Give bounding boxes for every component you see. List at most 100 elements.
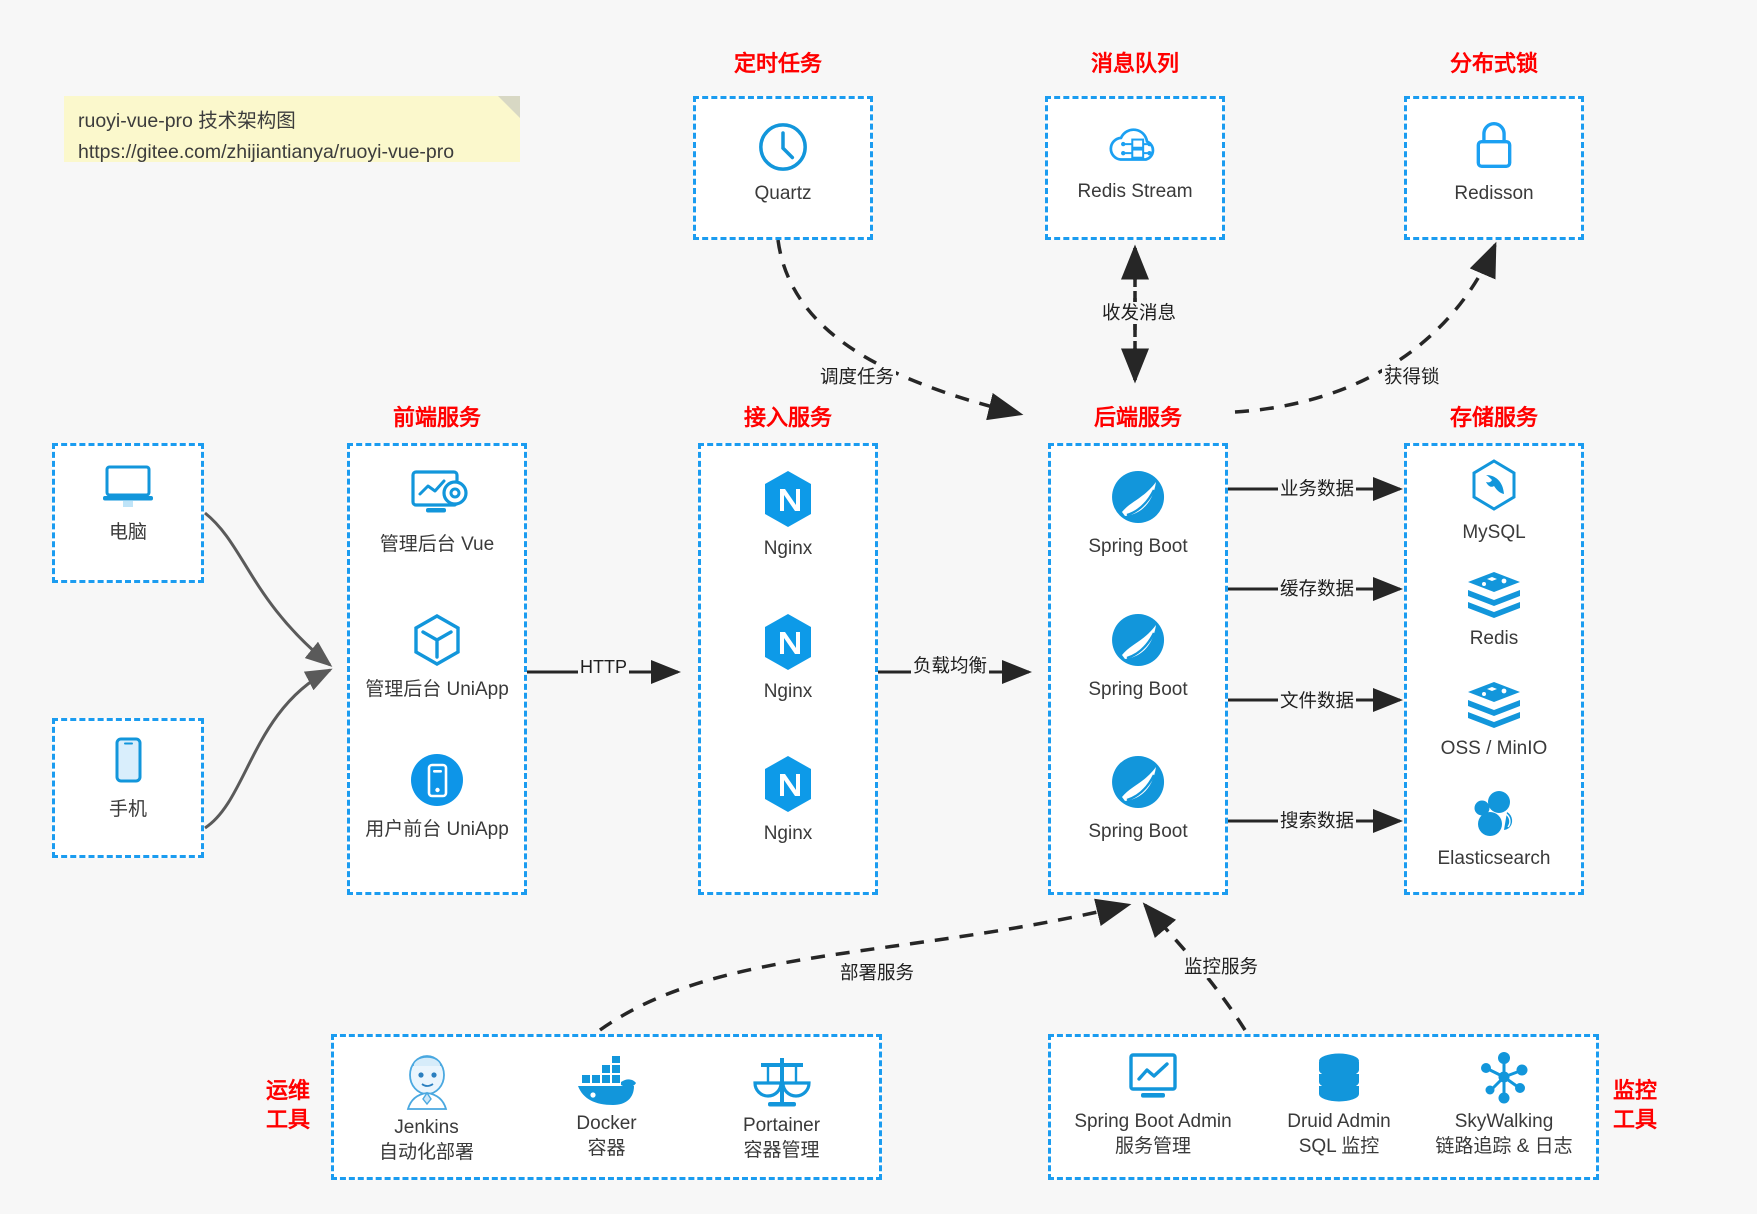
node-sublabel: SQL 监控	[1298, 1136, 1380, 1157]
edge-label-deploy-service: 部署服务	[838, 962, 917, 984]
node-quartz[interactable]: Quartz	[696, 119, 870, 206]
docker-icon	[577, 1056, 636, 1105]
group-box-message-queue: Redis Stream	[1045, 96, 1225, 240]
node-sublabel: 容器管理	[743, 1140, 820, 1161]
node-label: Redis	[1469, 628, 1519, 649]
node-nginx-3[interactable]: Nginx	[701, 753, 875, 846]
node-label: Nginx	[763, 681, 813, 702]
edge-label-business-data: 业务数据	[1278, 478, 1357, 500]
node-sublabel: 服务管理	[1114, 1136, 1191, 1157]
monitor-chart-icon	[1129, 1053, 1177, 1098]
node-label: OSS / MinIO	[1440, 738, 1548, 759]
node-redis-stream[interactable]: Redis Stream	[1048, 119, 1222, 204]
node-redis[interactable]: Redis	[1399, 568, 1589, 651]
group-box-storage: MySQL Redis OSS / MinIO	[1404, 443, 1584, 895]
skywalking-icon	[1481, 1052, 1528, 1104]
edge-label-file-data: 文件数据	[1278, 690, 1357, 712]
cube-icon	[414, 614, 460, 666]
node-label: Druid Admin	[1287, 1111, 1391, 1132]
group-box-monitoring: Spring Boot Admin 服务管理 Druid Admin SQL 监…	[1048, 1034, 1599, 1180]
group-box-distributed-lock: Redisson	[1404, 96, 1584, 240]
node-oss-minio[interactable]: OSS / MinIO	[1399, 678, 1589, 761]
group-title-frontend: 前端服务	[392, 405, 481, 430]
node-label: Nginx	[763, 823, 813, 844]
note-line-title: ruoyi-vue-pro 技术架构图	[78, 110, 296, 132]
group-title-distributed-lock: 分布式锁	[1449, 51, 1538, 76]
lock-icon	[1476, 122, 1512, 168]
node-desktop[interactable]: 电脑	[55, 460, 201, 545]
node-admin-vue[interactable]: 管理后台 Vue	[340, 466, 534, 557]
edge-label-schedule-task: 调度任务	[818, 366, 897, 388]
node-portainer[interactable]: Portainer 容器管理	[694, 1051, 869, 1163]
edge-label-acquire-lock: 获得锁	[1382, 366, 1442, 388]
redis-icon	[1468, 572, 1520, 618]
phone-icon	[115, 737, 142, 783]
node-label: Redisson	[1454, 183, 1534, 204]
desktop-icon	[103, 465, 153, 507]
group-box-devops: Jenkins 自动化部署 Docker 容器	[331, 1034, 882, 1180]
group-title-storage: 存储服务	[1449, 405, 1538, 430]
node-spring-boot-2[interactable]: Spring Boot	[1051, 611, 1225, 702]
node-spring-boot-3[interactable]: Spring Boot	[1051, 753, 1225, 844]
oss-minio-icon	[1468, 682, 1520, 728]
spring-boot-icon	[1112, 613, 1165, 667]
node-jenkins[interactable]: Jenkins 自动化部署	[344, 1051, 509, 1165]
cloud-stream-icon	[1109, 128, 1155, 161]
note-line-url: https://gitee.com/zhijiantianya/ruoyi-vu…	[78, 141, 455, 163]
nginx-icon	[765, 756, 811, 812]
node-label: MySQL	[1462, 522, 1526, 543]
node-sublabel: 链路追踪 & 日志	[1435, 1136, 1573, 1157]
node-druid-admin[interactable]: Druid Admin SQL 监控	[1259, 1051, 1419, 1159]
node-label: Spring Boot	[1088, 821, 1188, 842]
diagram-note: ruoyi-vue-pro 技术架构图 https://gitee.com/zh…	[64, 96, 520, 163]
node-label: Jenkins	[394, 1117, 459, 1138]
node-label: Quartz	[754, 183, 812, 204]
group-box-client-desktop: 电脑	[52, 443, 204, 583]
node-label: Elasticsearch	[1437, 848, 1551, 869]
node-nginx-2[interactable]: Nginx	[701, 611, 875, 704]
node-admin-uniapp[interactable]: 管理后台 UniApp	[340, 611, 534, 702]
group-box-backend: Spring Boot Spring Boot Spring Boot	[1048, 443, 1228, 895]
group-title-scheduled-task: 定时任务	[733, 51, 822, 76]
node-redisson[interactable]: Redisson	[1407, 117, 1581, 206]
elasticsearch-icon	[1474, 791, 1513, 836]
node-label: 用户前台 UniApp	[365, 819, 509, 840]
node-nginx-1[interactable]: Nginx	[701, 468, 875, 561]
node-label: Portainer	[742, 1115, 821, 1136]
jenkins-icon	[406, 1055, 447, 1110]
node-spring-boot-1[interactable]: Spring Boot	[1051, 468, 1225, 559]
mysql-icon	[1472, 459, 1516, 511]
node-phone[interactable]: 手机	[55, 735, 201, 822]
node-user-uniapp[interactable]: 用户前台 UniApp	[340, 751, 534, 842]
database-icon	[1319, 1053, 1359, 1102]
node-elasticsearch[interactable]: Elasticsearch	[1399, 788, 1589, 871]
node-label: Docker	[576, 1113, 637, 1134]
devops-title-line2: 工具	[265, 1107, 310, 1132]
node-label: 电脑	[108, 522, 147, 543]
node-skywalking[interactable]: SkyWalking 链路追踪 & 日志	[1409, 1051, 1599, 1159]
scales-icon	[752, 1058, 811, 1107]
node-label: Spring Boot Admin	[1074, 1111, 1232, 1132]
node-mysql[interactable]: MySQL	[1399, 458, 1589, 545]
group-title-monitoring: 监控 工具	[1605, 1076, 1665, 1134]
group-title-message-queue: 消息队列	[1090, 51, 1179, 76]
devops-title-line1: 运维	[265, 1078, 310, 1103]
admin-dashboard-icon	[411, 470, 468, 513]
spring-boot-icon	[1112, 755, 1165, 809]
node-label: Spring Boot	[1088, 536, 1188, 557]
node-label: Nginx	[763, 538, 813, 559]
edge-label-search-data: 搜索数据	[1278, 810, 1357, 832]
edge-label-monitor-service: 监控服务	[1182, 956, 1261, 978]
edge-label-cache-data: 缓存数据	[1278, 578, 1357, 600]
node-label: Spring Boot	[1088, 679, 1188, 700]
node-docker[interactable]: Docker 容器	[524, 1055, 689, 1161]
edge-label-send-receive-message: 收发消息	[1100, 302, 1179, 324]
mobile-app-icon	[411, 754, 463, 806]
edge-label-load-balance: 负载均衡	[911, 655, 990, 677]
monitoring-title-line2: 工具	[1612, 1107, 1657, 1132]
node-sublabel: 自动化部署	[378, 1142, 474, 1163]
node-spring-boot-admin[interactable]: Spring Boot Admin 服务管理	[1053, 1051, 1253, 1159]
node-label: SkyWalking	[1454, 1111, 1554, 1132]
group-title-backend: 后端服务	[1093, 405, 1182, 430]
